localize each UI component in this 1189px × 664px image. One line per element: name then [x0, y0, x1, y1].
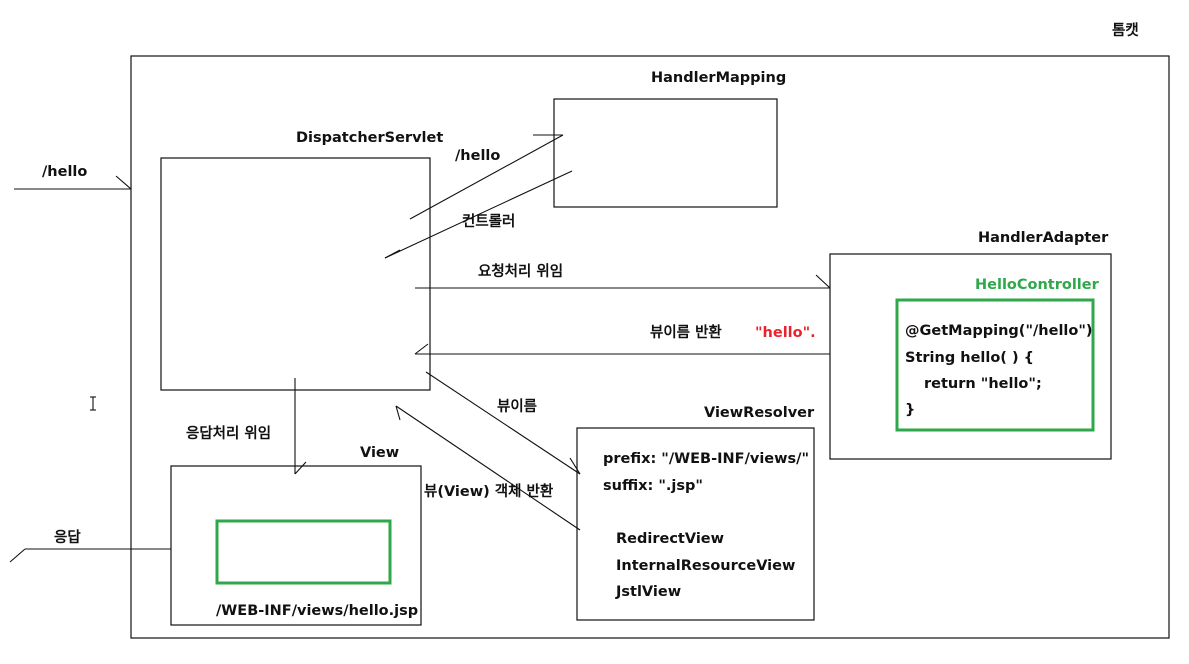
- handler-mapping-box: [553, 98, 778, 208]
- mapping-result-arrow: [384, 170, 573, 259]
- return-view-object-label: 뷰(View) 객체 반환: [424, 482, 554, 500]
- hello-controller-label: HelloController: [975, 277, 1100, 293]
- delegate-response-arrow-head: [294, 461, 307, 475]
- request-arrow-head: [115, 175, 132, 190]
- controller-code-line2: String hello( ) {: [905, 350, 1034, 366]
- view-name-arrow-head: [569, 457, 581, 475]
- view-name-label: 뷰이름: [497, 398, 537, 415]
- hello-controller-box: [895, 298, 1095, 432]
- mapping-result-label: 컨트롤러: [462, 213, 515, 230]
- dispatcher-servlet-box: [160, 157, 431, 391]
- delegate-request-arrow-head: [815, 274, 831, 289]
- tomcat-container: [130, 55, 1170, 639]
- controller-code-semicolon: ;: [1036, 376, 1042, 392]
- view-class-jstl: JstlView: [615, 584, 681, 600]
- view-resolver-suffix: suffix: ".jsp": [603, 478, 703, 494]
- return-view-object-arrow: [395, 405, 581, 531]
- return-view-name-arrow-head: [414, 343, 429, 355]
- handler-adapter-box: [829, 253, 1112, 460]
- controller-code-return-value: "hello": [981, 376, 1036, 392]
- view-label: View: [360, 445, 399, 461]
- tomcat-label: 톰캣: [1112, 22, 1139, 39]
- controller-code-return: return: [924, 376, 981, 392]
- handler-adapter-label: HandlerAdapter: [978, 230, 1109, 246]
- delegate-response-label: 응답처리 위임: [186, 424, 271, 442]
- view-box: [170, 465, 422, 626]
- request-path-label: /hello: [42, 164, 87, 180]
- view-content-box: [215, 519, 392, 585]
- mapping-request-arrow: [409, 134, 564, 220]
- controller-code-line4: }: [905, 402, 915, 418]
- view-resolver-prefix: prefix: "/WEB-INF/views/": [603, 451, 809, 467]
- view-name-arrow: [425, 371, 581, 475]
- delegate-request-label: 요청처리 위임: [478, 263, 563, 280]
- view-resolver-box: [576, 427, 815, 621]
- return-view-name-value: "hello".: [755, 325, 816, 341]
- view-class-internal-resource: InternalResourceView: [616, 558, 795, 574]
- dispatcher-servlet-label: DispatcherServlet: [296, 130, 443, 146]
- view-class-redirect: RedirectView: [616, 531, 724, 547]
- view-file-label: /WEB-INF/views/hello.jsp: [216, 603, 418, 619]
- view-resolver-label: ViewResolver: [704, 405, 815, 421]
- return-view-object-arrow-head: [395, 405, 401, 421]
- mapping-request-label: /hello: [455, 148, 500, 164]
- handler-mapping-label: HandlerMapping: [651, 70, 786, 86]
- mapping-result-arrow-head: [384, 249, 401, 259]
- controller-code-line3: return "hello";: [924, 376, 1042, 392]
- response-label: 응답: [54, 528, 81, 546]
- text-cursor-icon: [90, 396, 96, 411]
- response-arrow-head: [9, 548, 26, 563]
- return-view-name-label: 뷰이름 반환: [650, 323, 722, 341]
- controller-code-line1: @GetMapping("/hello"): [905, 323, 1093, 339]
